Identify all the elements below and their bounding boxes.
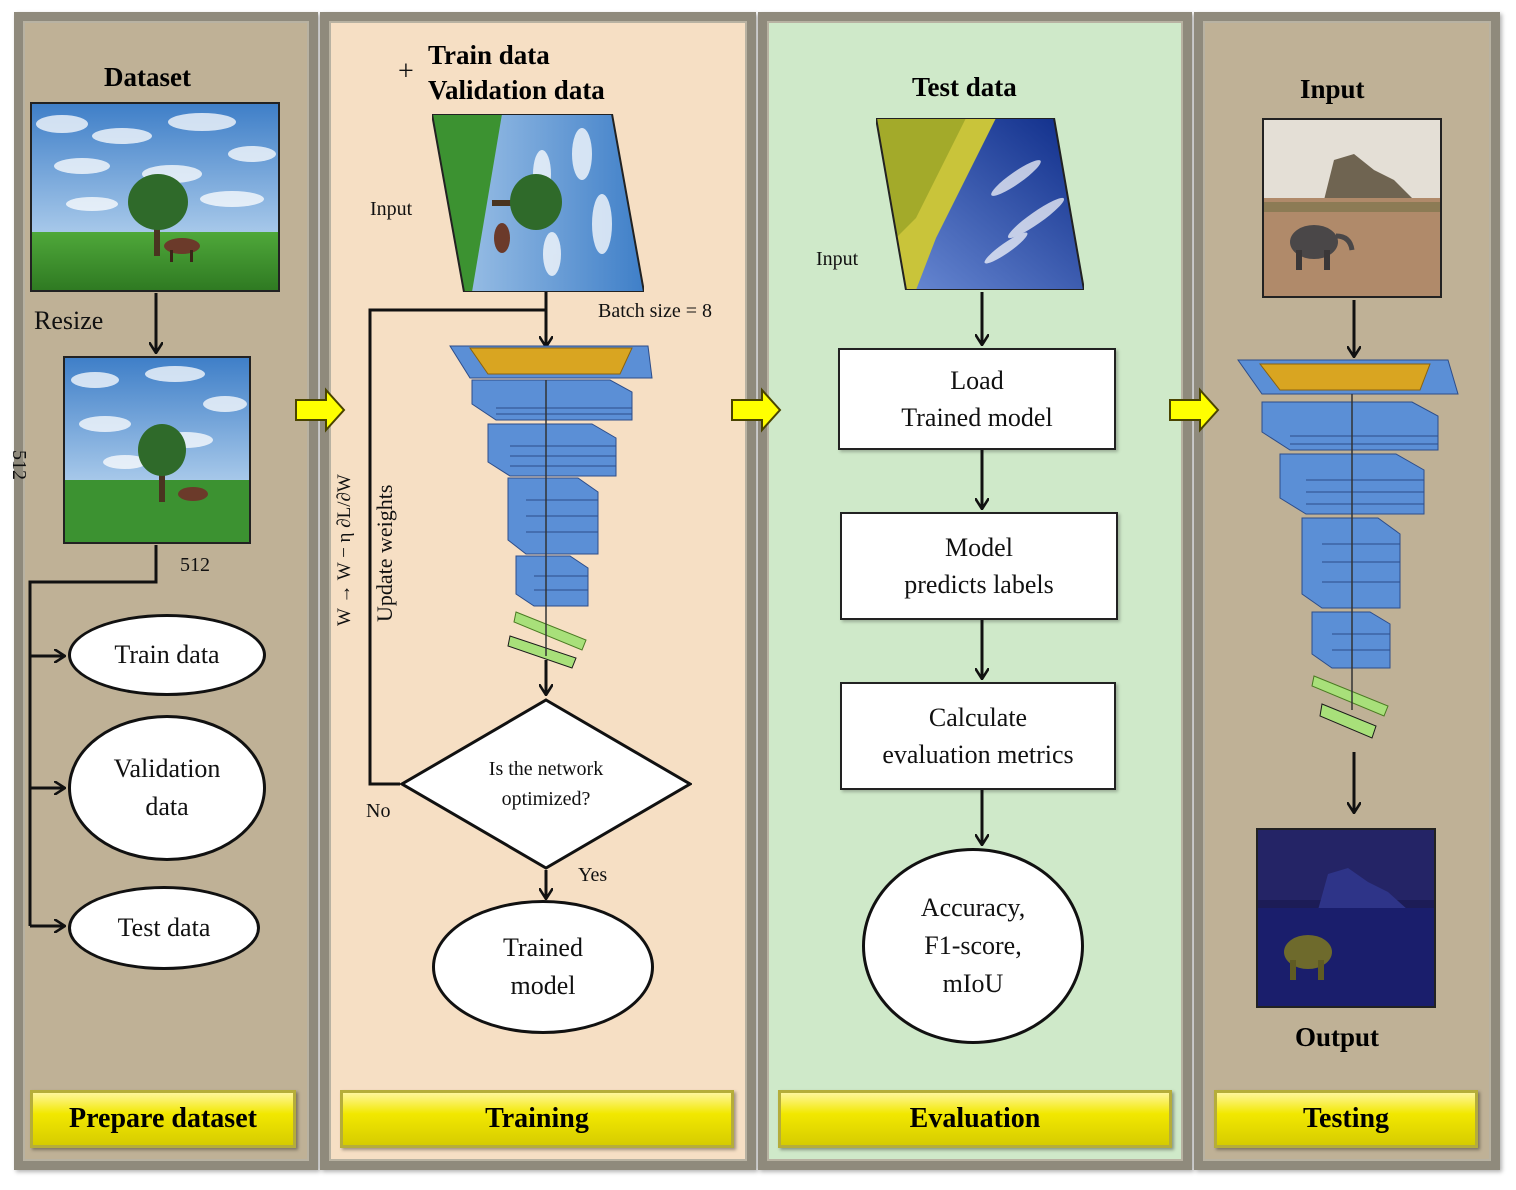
prepare-dataset-stage-label: Prepare dataset — [30, 1090, 296, 1148]
batch-size-label: Batch size = 8 — [598, 300, 713, 322]
training-input-label: Input — [370, 198, 413, 220]
calculate-metrics-box: Calculate evaluation metrics — [840, 682, 1116, 790]
yes-label: Yes — [578, 864, 608, 886]
predict-line2: predicts labels — [904, 570, 1054, 599]
test-data-node: Test data — [68, 886, 260, 970]
metrics-line2: F1-score, — [924, 931, 1022, 960]
predict-line1: Model — [945, 533, 1013, 562]
dataset-sample-image — [30, 102, 280, 292]
optimized-decision-node: Is the network optimized? — [400, 698, 692, 870]
calculate-line2: evaluation metrics — [882, 740, 1074, 769]
decision-label-line1: Is the network — [488, 758, 604, 780]
dataset-title: Dataset — [104, 62, 191, 92]
metrics-result-node: Accuracy, F1-score, mIoU — [862, 848, 1084, 1044]
metrics-line1: Accuracy, — [920, 893, 1026, 922]
testing-output-title: Output — [1295, 1022, 1380, 1052]
split-trunk-line — [28, 545, 158, 926]
train-plus-sign: + — [398, 56, 414, 87]
resize-label: Resize — [34, 306, 104, 335]
load-trained-model-box: Load Trained model — [838, 348, 1116, 450]
calculate-line1: Calculate — [928, 703, 1028, 732]
model-predicts-labels-box: Model predicts labels — [840, 512, 1118, 620]
testing-input-title: Input — [1300, 74, 1365, 104]
trained-model-node: Trained model — [432, 900, 654, 1034]
update-weights-loop — [368, 308, 546, 786]
evaluation-stage-label: Evaluation — [778, 1090, 1172, 1148]
testing-input-image — [1262, 118, 1442, 298]
train-data-node: Train data — [68, 614, 266, 696]
size-horizontal-label: 512 — [180, 554, 210, 576]
transition-arrow-2 — [731, 387, 782, 433]
load-line1: Load — [950, 366, 1004, 395]
validation-data-label-line2: data — [145, 792, 189, 821]
testing-network-graphic — [1237, 359, 1459, 739]
load-line2: Trained model — [901, 403, 1053, 432]
evaluation-input-image — [874, 117, 1086, 291]
train-data-title: Train data — [428, 40, 550, 70]
trained-model-line1: Trained — [503, 933, 583, 962]
test-data-title: Test data — [912, 72, 1017, 102]
testing-output-image — [1256, 828, 1436, 1008]
trained-model-line2: model — [510, 971, 576, 1000]
decision-label-line2: optimized? — [501, 788, 591, 810]
evaluation-input-label: Input — [816, 248, 859, 270]
validation-data-label-line1: Validation — [113, 754, 221, 783]
training-network-graphic — [449, 345, 653, 669]
transition-arrow-1 — [295, 387, 346, 433]
training-input-image — [430, 113, 646, 293]
metrics-line3: mIoU — [942, 969, 1004, 998]
transition-arrow-3 — [1169, 387, 1220, 433]
testing-stage-label: Testing — [1214, 1090, 1478, 1148]
training-stage-label: Training — [340, 1090, 734, 1148]
validation-data-title: Validation data — [428, 75, 605, 105]
no-label: No — [366, 800, 391, 822]
validation-data-node: Validation data — [68, 715, 266, 861]
train-data-label: Train data — [114, 640, 220, 669]
test-data-label: Test data — [117, 913, 211, 942]
resized-image — [63, 356, 251, 544]
